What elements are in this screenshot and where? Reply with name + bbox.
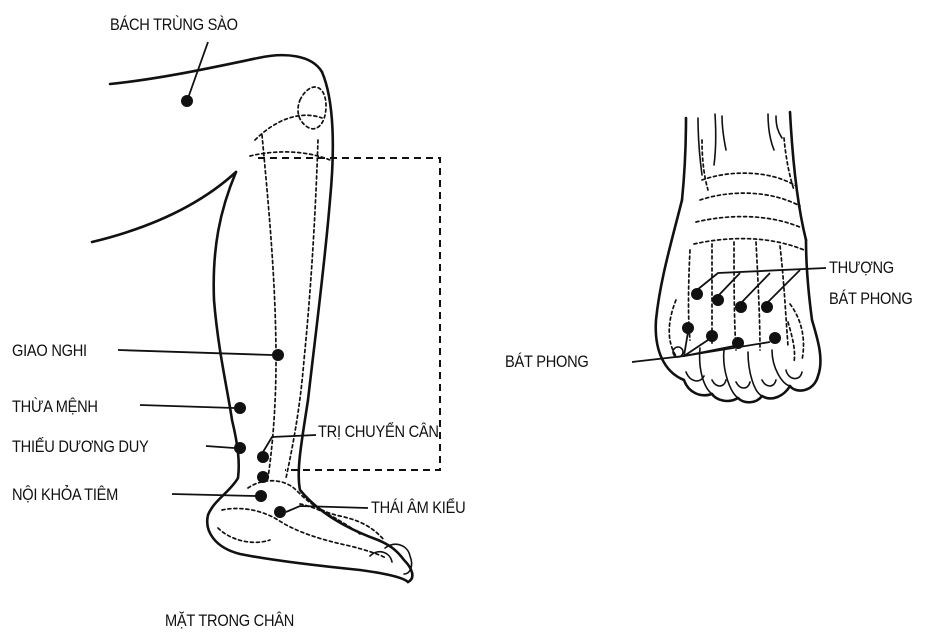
- toe-contour: [385, 544, 412, 574]
- tarsal-arc-3: [696, 217, 802, 228]
- little-toe-bone: [790, 304, 804, 360]
- leader-thuong-2: [718, 273, 740, 296]
- point-thai-am-kieu: [274, 506, 286, 518]
- tendon-line-5: [776, 116, 782, 138]
- label-thieu-duong-duy: THIẾU DƯƠNG DUY: [12, 438, 148, 455]
- little-toe-bone-2: [788, 322, 795, 362]
- label-thua-menh: THỪA MỆNH: [12, 398, 98, 415]
- tarsal-arc-4: [694, 239, 804, 250]
- ankle-bones-outline: [248, 481, 384, 540]
- patella-outline: [298, 87, 326, 129]
- calf-contour: [207, 172, 408, 582]
- femur-outline: [255, 115, 322, 140]
- toenail-5: [786, 370, 802, 379]
- heel-outline: [218, 528, 270, 542]
- label-bach-trung-sao: BÁCH TRÙNG SÀO: [110, 16, 238, 33]
- label-thuong-bat-phong-line2: BÁT PHONG: [829, 290, 913, 307]
- metatarsal-5: [780, 246, 788, 346]
- toenail-2: [712, 380, 726, 386]
- point-giao-nghi: [272, 349, 284, 361]
- thigh-top-contour: [110, 55, 322, 84]
- label-noi-khoa-tiem: NỘI KHỎA TIÊM: [12, 486, 118, 503]
- leader-thuong-3: [741, 273, 770, 303]
- foot-ankle-left: [682, 118, 686, 200]
- leader-thai-am-kieu: [286, 506, 368, 512]
- point-tri-chuyen-can: [257, 451, 269, 463]
- label-giao-nghi: GIAO NGHI: [12, 342, 87, 359]
- foot-ankle-right: [790, 112, 806, 240]
- leader-bat-phong-4: [684, 342, 770, 356]
- toenail-4: [762, 380, 776, 386]
- tibia-outline-2: [286, 140, 318, 478]
- toe-split-3: [748, 352, 762, 396]
- tendon-line-4: [768, 114, 774, 150]
- leader-noi-khoa-tiem: [172, 494, 256, 496]
- leader-thua-menh: [140, 405, 234, 408]
- leader-giao-nghi: [118, 350, 272, 355]
- fibula-line: [702, 140, 708, 190]
- point-thieu-duong-duy: [234, 442, 246, 454]
- foot-outline: [656, 200, 821, 402]
- tendon-line-3: [722, 116, 726, 150]
- leader-thieu-duong-duy: [206, 446, 234, 448]
- toe-split-2: [724, 350, 738, 398]
- point-thua-menh: [234, 402, 246, 414]
- metatarsal-3: [734, 242, 736, 350]
- metatarsal-4: [756, 242, 760, 350]
- point-noi-khoa-tiem-upper: [257, 471, 269, 483]
- toenail-3: [736, 382, 750, 388]
- tarsal-arc-1: [702, 173, 796, 186]
- caption-leg: MẶT TRONG CHÂN: [165, 612, 294, 629]
- label-thuong-bat-phong-line1: THƯỢNG: [829, 259, 894, 276]
- label-thai-am-kieu: THÁI ÂM KIỂU: [371, 499, 465, 516]
- tibia-outline-1: [262, 135, 276, 478]
- foot-figure: [656, 112, 821, 402]
- tendon-line-2: [714, 114, 716, 165]
- point-noi-khoa-tiem: [255, 490, 267, 502]
- label-bat-phong: BÁT PHONG: [505, 353, 589, 370]
- leader-thuong-4: [767, 270, 800, 303]
- toe-split-4: [772, 350, 790, 386]
- thigh-back-contour: [92, 172, 236, 242]
- toe-split-1: [700, 348, 712, 394]
- point-bat-phong-4: [769, 332, 781, 344]
- tarsal-arc-2: [700, 193, 800, 206]
- label-tri-chuyen-can: TRỊ CHUYỂN CÂN: [318, 423, 439, 440]
